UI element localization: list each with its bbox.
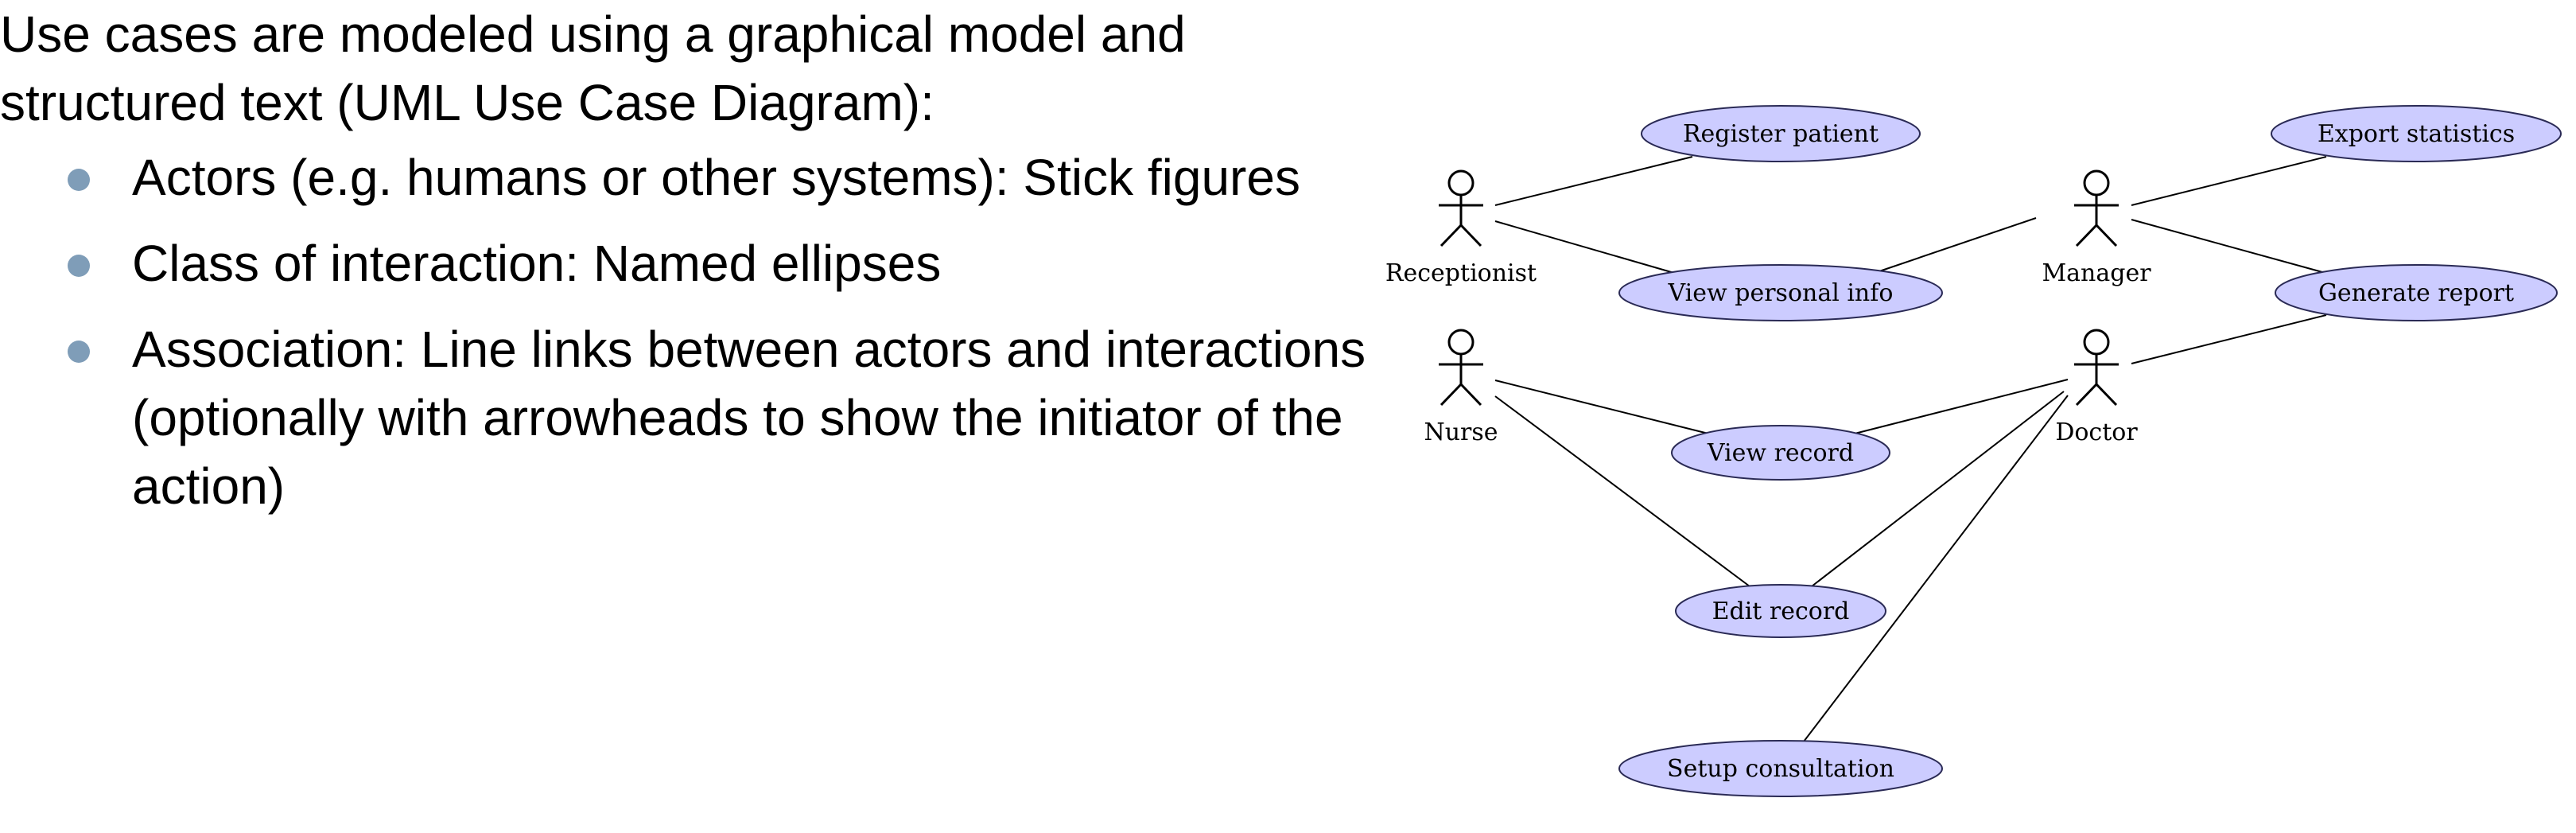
use-case-register-patient: Register patient <box>1641 105 1921 162</box>
bullet-interaction: Class of interaction: Named ellipses <box>0 229 1368 298</box>
actor-doctor: Doctor <box>2055 329 2138 446</box>
bullet-text: Association: Line links between actors a… <box>132 321 1366 515</box>
use-case-label: View personal info <box>1668 279 1894 307</box>
use-case-ellipse <box>2275 264 2558 321</box>
assoc-doctor-generate <box>2131 314 2327 364</box>
use-case-label: Generate report <box>2318 279 2514 307</box>
use-case-label: Export statistics <box>2318 120 2515 148</box>
use-case-view-personal-info: View personal info <box>1618 264 1943 321</box>
use-case-ellipse <box>1675 584 1886 638</box>
bullet-association: Association: Line links between actors a… <box>0 315 1368 520</box>
actor-receptionist: Receptionist <box>1385 169 1537 287</box>
stick-figure-icon <box>1439 169 1483 247</box>
assoc-nurse-editrecord <box>1494 395 1750 587</box>
bullet-list: Actors (e.g. humans or other systems): S… <box>0 143 1368 538</box>
bullet-text: Actors (e.g. humans or other systems): S… <box>132 149 1300 206</box>
assoc-receptionist-register <box>1494 156 1693 206</box>
assoc-receptionist-viewinfo <box>1494 220 1688 278</box>
bullet-dot-icon <box>68 341 90 363</box>
use-case-view-record: View record <box>1671 425 1890 481</box>
use-case-ellipse <box>2271 105 2562 162</box>
actor-label: Manager <box>2042 259 2151 287</box>
actor-manager: Manager <box>2042 169 2151 287</box>
actor-label: Doctor <box>2055 418 2138 446</box>
use-case-generate-report: Generate report <box>2275 264 2558 321</box>
bullet-dot-icon <box>68 169 90 191</box>
bullet-text: Class of interaction: Named ellipses <box>132 235 942 292</box>
bullet-actors: Actors (e.g. humans or other systems): S… <box>0 143 1368 212</box>
associations <box>1494 156 2327 742</box>
assoc-manager-viewinfo <box>1876 217 2037 273</box>
actor-label: Nurse <box>1424 418 1498 446</box>
use-case-label: View record <box>1707 439 1854 467</box>
assoc-doctor-viewrecord <box>1854 379 2069 434</box>
use-case-ellipse <box>1618 264 1943 321</box>
stick-figure-icon <box>2074 329 2119 407</box>
actor-label: Receptionist <box>1385 259 1537 287</box>
use-case-label: Register patient <box>1683 120 1879 148</box>
use-case-label: Edit record <box>1712 598 1850 625</box>
use-case-setup-consultation: Setup consultation <box>1618 740 1943 797</box>
actor-nurse: Nurse <box>1424 329 1498 446</box>
assoc-manager-generate <box>2131 219 2323 273</box>
bullet-dot-icon <box>68 255 90 277</box>
use-case-ellipse <box>1618 740 1943 797</box>
intro-text: Use cases are modeled using a graphical … <box>0 6 1186 131</box>
use-case-export-statistics: Export statistics <box>2271 105 2562 162</box>
assoc-doctor-editrecord <box>1811 391 2065 587</box>
use-case-ellipse <box>1671 425 1890 481</box>
stick-figure-icon <box>1439 329 1483 407</box>
use-case-edit-record: Edit record <box>1675 584 1886 638</box>
assoc-nurse-viewrecord <box>1494 380 1709 434</box>
use-case-ellipse <box>1641 105 1921 162</box>
stick-figure-icon <box>2074 169 2119 247</box>
assoc-doctor-setup <box>1803 395 2069 742</box>
use-case-label: Setup consultation <box>1667 755 1894 783</box>
assoc-manager-export <box>2131 156 2327 206</box>
